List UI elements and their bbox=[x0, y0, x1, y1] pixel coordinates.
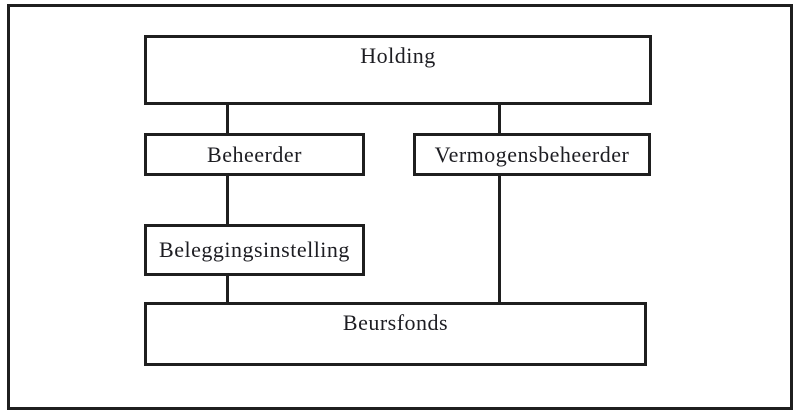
diagram-node-beursfonds: Beursfonds bbox=[144, 302, 647, 366]
connector-left-branch bbox=[226, 102, 229, 305]
diagram-node-holding: Holding bbox=[144, 35, 652, 105]
diagram-outer-border bbox=[7, 4, 793, 410]
connector-right-branch bbox=[498, 102, 501, 305]
diagram-node-beursfonds-label: Beursfonds bbox=[342, 310, 449, 335]
diagram-node-beleggingsinstelling-label: Beleggingsinstelling bbox=[159, 237, 350, 262]
diagram-node-beheerder: Beheerder bbox=[144, 133, 365, 176]
diagram-node-vermogensbeheerder-label: Vermogensbeheerder bbox=[434, 141, 630, 167]
diagram-node-beleggingsinstelling: Beleggingsinstelling bbox=[144, 224, 365, 276]
diagram-node-holding-label: Holding bbox=[360, 43, 436, 68]
diagram-node-beheerder-label: Beheerder bbox=[207, 141, 302, 167]
diagram-node-vermogensbeheerder: Vermogensbeheerder bbox=[413, 133, 651, 176]
